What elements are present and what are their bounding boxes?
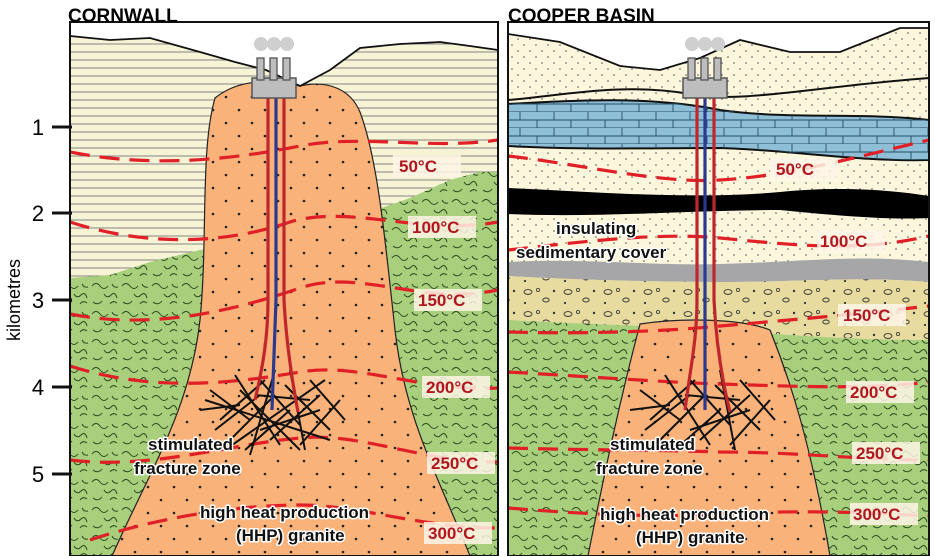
- well-hot-right: [282, 96, 300, 413]
- fracture-label-cooper-line1: stimulated: [610, 435, 695, 454]
- coal-layer: [508, 188, 929, 219]
- panel-cooper-basin: [508, 0, 929, 556]
- temp-label-300: 300°C: [428, 524, 475, 543]
- power-station-icon: [251, 37, 297, 99]
- temp-label-150: 150°C: [418, 291, 465, 310]
- panel-cornwall-frame: [69, 21, 499, 556]
- granite-label-cooper-line1: high heat production: [600, 505, 769, 524]
- temp-label-250: 250°C: [431, 454, 478, 473]
- temp-label-100: 100°C: [820, 232, 867, 251]
- depth-axis-label: kilometres: [4, 259, 24, 341]
- power-station-icon-basin: [682, 37, 728, 99]
- temperature-labels-cornwall: 50°C 100°C 150°C 200°C 250°C 300°C: [393, 155, 495, 544]
- well-cold: [270, 96, 278, 411]
- temp-label-50: 50°C: [776, 160, 814, 179]
- fracture-label-cornwall-line2: fracture zone: [134, 459, 241, 478]
- depth-tick-3: 3: [32, 288, 44, 313]
- fracture-zone: [199, 369, 346, 456]
- temperature-labels-cooper: 50°C 100°C 150°C 200°C 250°C 300°C: [770, 158, 920, 525]
- grey-layer: [508, 258, 929, 282]
- granite-label-cornwall-line2: (HHP) granite: [236, 526, 345, 545]
- temp-label-300: 300°C: [853, 505, 900, 524]
- temp-label-200: 200°C: [426, 378, 473, 397]
- depth-axis: 1 2 3 4 5 kilometres: [4, 115, 72, 487]
- panel-title-cornwall: CORNWALL: [68, 6, 178, 27]
- temp-label-50: 50°C: [399, 157, 437, 176]
- granite-label-cornwall-line1: high heat production: [200, 503, 369, 522]
- fracture-zone-basin: [629, 369, 776, 451]
- fracture-label-cornwall-line1: stimulated: [148, 435, 233, 454]
- isotherm-50: [70, 138, 498, 163]
- panel-title-cooper: COOPER BASIN: [508, 6, 655, 27]
- panel-cornwall: [70, 0, 498, 556]
- temp-label-250: 250°C: [856, 444, 903, 463]
- granite-label-cooper-line2: (HHP) granite: [636, 528, 745, 547]
- depth-tick-4: 4: [32, 375, 44, 400]
- fracture-label-cooper-line2: fracture zone: [596, 459, 703, 478]
- temp-label-100: 100°C: [412, 218, 459, 237]
- depth-tick-2: 2: [32, 201, 44, 226]
- isotherm-100: [70, 214, 498, 242]
- depth-tick-1: 1: [32, 115, 44, 140]
- panel-cooper-frame: [507, 21, 930, 556]
- temp-label-150: 150°C: [843, 306, 890, 325]
- well-hot-left: [253, 96, 270, 401]
- temp-label-200: 200°C: [850, 383, 897, 402]
- cover-label-line2: sedimentary cover: [516, 243, 667, 262]
- cover-label-line1: insulating: [556, 219, 636, 238]
- depth-tick-5: 5: [32, 462, 44, 487]
